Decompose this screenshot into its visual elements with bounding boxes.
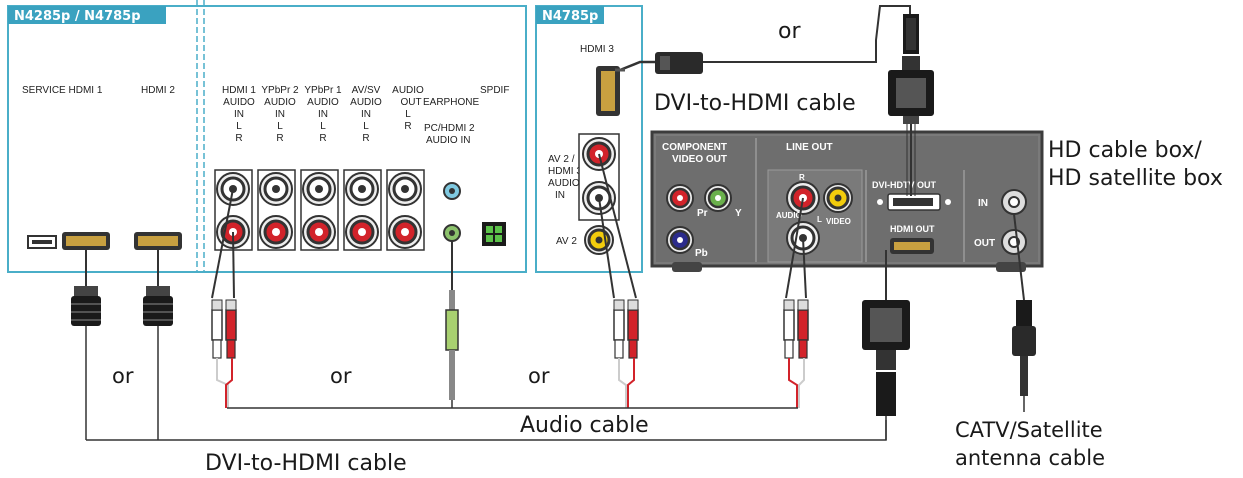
pc-hdmi-label-0: PC/HDMI 2 [424, 123, 475, 134]
col5-label-3: R [404, 121, 411, 132]
component-jacks [666, 184, 732, 254]
col5-label-0: AUDIO [392, 85, 424, 96]
in-label: IN [978, 198, 988, 209]
cables [70, 5, 1036, 441]
av2-audio-label-2: AUDIO [548, 178, 580, 189]
panel-right-tab: N4785p [542, 9, 598, 24]
hdmi2-port [134, 232, 182, 250]
col1-label-2: IN [234, 109, 244, 120]
col1-label-0: HDMI 1 [222, 85, 256, 96]
hdmi3-port [596, 66, 620, 116]
col2-label-1: AUDIO [264, 97, 296, 108]
or-caption-2: or [330, 364, 352, 388]
dvi-hdmi-bottom-caption: DVI-to-HDMI cable [205, 451, 407, 476]
tv-panel-left: N4285p / N4785p SERVICE HDMI 1 HDMI 2 HD… [7, 0, 527, 273]
pc-audio-jack [443, 224, 461, 242]
col3-label-3: L [320, 121, 326, 132]
pb-label: Pb [695, 248, 708, 259]
col4-label-0: AV/SV [352, 85, 381, 96]
hd-cable-box: COMPONENT VIDEO OUT LINE OUT Pr Y Pb R L… [650, 130, 1044, 272]
hdmi2-label: HDMI 2 [141, 85, 175, 96]
av2-audio-label-0: AV 2 / [548, 154, 575, 165]
col4-label-3: L [363, 121, 369, 132]
col1-label-1: AUIDO [223, 97, 255, 108]
r-label: R [799, 173, 805, 182]
video-label: VIDEO [826, 217, 851, 226]
col4-label-2: IN [361, 109, 371, 120]
audio-in-labels: HDMI 1 AUIDO IN L R YPbPr 2 AUDIO IN L R… [222, 85, 509, 146]
col2-label-2: IN [275, 109, 285, 120]
audio-cable-caption: Audio cable [520, 413, 649, 438]
or-top-caption: or [778, 19, 801, 44]
captions: or DVI-to-HDMI cable HD cable box/ HD sa… [112, 19, 1223, 476]
hdmi3-label: HDMI 3 [580, 44, 614, 55]
out-label: OUT [974, 238, 995, 249]
av2-audio-label-3: IN [555, 190, 565, 201]
col4-label-1: AUDIO [350, 97, 382, 108]
col3-label-0: YPbPr 1 [304, 85, 342, 96]
catv-caption-0: CATV/Satellite [955, 418, 1103, 442]
tv-panel-right: N4785p HDMI 3 AV 2 / HDMI 3 AUDIO IN AV … [535, 5, 643, 273]
or-caption-3: or [528, 364, 550, 388]
hdmi1-port [62, 232, 110, 250]
pc-hdmi-label-1: AUDIO IN [426, 135, 470, 146]
dvi-out-label: DVI-HDTV OUT [872, 180, 937, 190]
col4-label-4: R [362, 133, 369, 144]
earphone-label: EARPHONE [423, 97, 479, 108]
line-out-label: LINE OUT [786, 142, 833, 153]
col2-label-0: YPbPr 2 [261, 85, 299, 96]
col5-label-1: OUT [400, 97, 421, 108]
component-label-1: VIDEO OUT [672, 154, 727, 165]
service-usb-port [27, 235, 57, 249]
col2-label-3: L [277, 121, 283, 132]
hd-box-caption-0: HD cable box/ [1048, 138, 1202, 163]
component-label-0: COMPONENT [662, 142, 727, 153]
earphone-jack [443, 182, 461, 200]
l-label: L [817, 215, 822, 224]
panel-left-tab: N4285p / N4785p [14, 9, 141, 24]
col1-label-4: R [235, 133, 242, 144]
col3-label-2: IN [318, 109, 328, 120]
or-caption-1: or [112, 364, 134, 388]
col3-label-4: R [319, 133, 326, 144]
hd-box-caption-1: HD satellite box [1048, 166, 1223, 191]
catv-caption-1: antenna cable [955, 446, 1105, 470]
hdmi-out-port [890, 238, 934, 254]
audio-label: AUDIO [776, 211, 802, 220]
y-label: Y [735, 208, 742, 219]
col5-label-2: L [405, 109, 411, 120]
hdmi-out-label: HDMI OUT [890, 224, 935, 234]
col1-label-3: L [236, 121, 242, 132]
pr-label: Pr [697, 208, 708, 219]
service-hdmi-label: SERVICE HDMI 1 [22, 85, 103, 96]
rca-jack-block [214, 169, 425, 251]
spdif-port [482, 222, 506, 246]
dvi-hdmi-top-caption: DVI-to-HDMI cable [654, 91, 856, 116]
av2-label: AV 2 [556, 236, 577, 247]
dvi-out-port [877, 193, 951, 211]
av2-audio-label-1: HDMI 3 [548, 166, 582, 177]
col3-label-1: AUDIO [307, 97, 339, 108]
col2-label-4: R [276, 133, 283, 144]
spdif-label: SPDIF [480, 85, 509, 96]
